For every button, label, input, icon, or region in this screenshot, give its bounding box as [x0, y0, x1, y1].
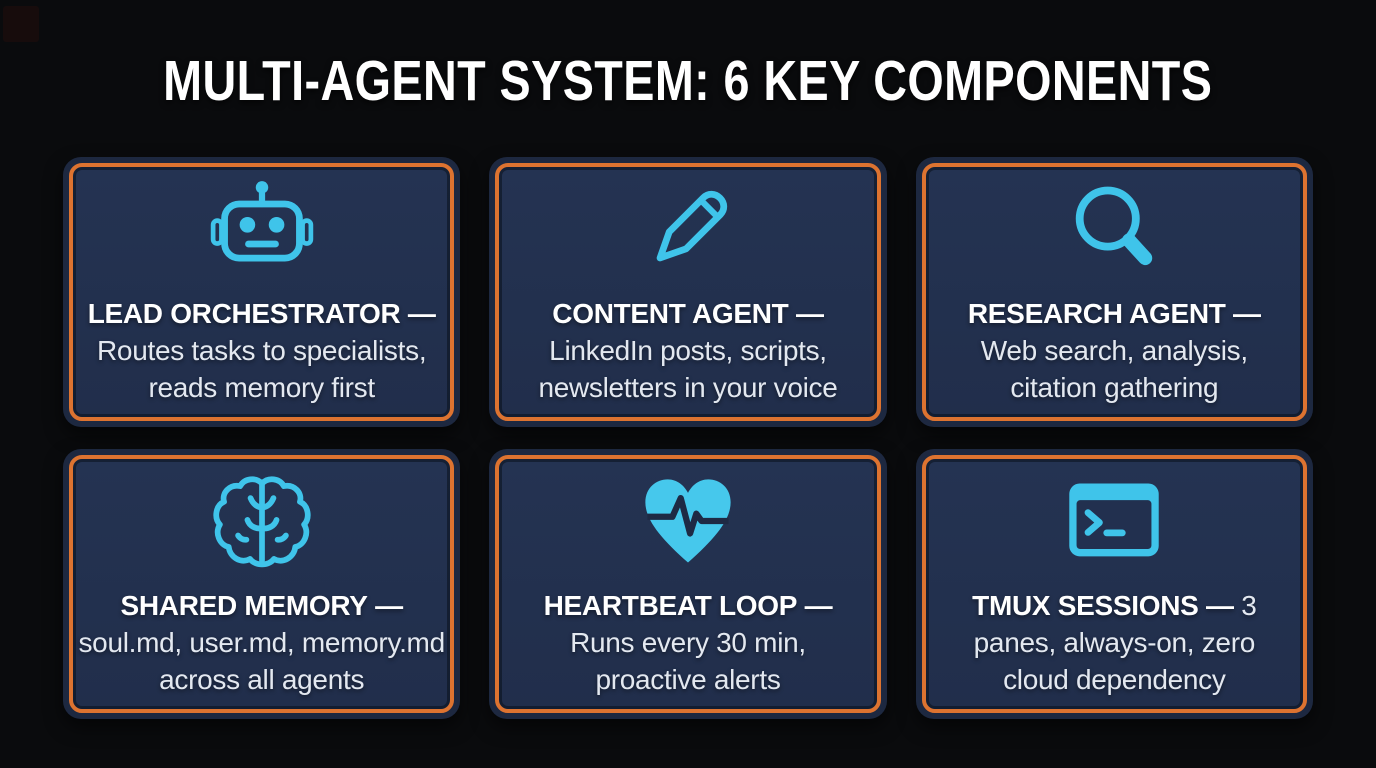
card-text: CONTENT AGENT — LinkedIn posts, scripts,…	[508, 296, 868, 407]
card-text: LEAD ORCHESTRATOR — Routes tasks to spec…	[82, 296, 442, 407]
card-tmux-sessions: TMUX SESSIONS — 3 panes, always-on, zero…	[915, 448, 1313, 719]
brain-icon	[203, 469, 321, 575]
card-title: CONTENT AGENT —	[552, 297, 824, 329]
card-content-agent-inner: CONTENT AGENT — LinkedIn posts, scripts,…	[495, 162, 881, 421]
card-description: LinkedIn posts, scripts, newsletters in …	[538, 334, 838, 403]
card-text: SHARED MEMORY — soul.md, user.md, memory…	[76, 588, 448, 699]
robot-icon	[203, 177, 321, 283]
pen-icon	[629, 177, 747, 283]
card-research-agent-inner: RESEARCH AGENT — Web search, analysis, c…	[921, 162, 1307, 421]
card-lead-orchestrator: LEAD ORCHESTRATOR — Routes tasks to spec…	[63, 156, 461, 427]
card-description: Routes tasks to specialists, reads memor…	[97, 334, 427, 403]
card-text: RESEARCH AGENT — Web search, analysis, c…	[943, 296, 1285, 407]
terminal-icon	[1055, 469, 1173, 575]
card-title: HEARTBEAT LOOP —	[543, 589, 833, 621]
card-tmux-sessions-inner: TMUX SESSIONS — 3 panes, always-on, zero…	[921, 454, 1307, 713]
components-grid: LEAD ORCHESTRATOR — Routes tasks to spec…	[63, 156, 1313, 719]
card-description: 3 panes, always-on, zero cloud dependenc…	[973, 589, 1257, 695]
card-title: LEAD ORCHESTRATOR —	[87, 297, 436, 329]
card-content-agent: CONTENT AGENT — LinkedIn posts, scripts,…	[489, 156, 887, 427]
card-description: soul.md, user.md, memory.md across all a…	[78, 626, 445, 695]
corner-artifact	[3, 6, 39, 42]
heartbeat-icon	[629, 469, 747, 575]
card-title: TMUX SESSIONS —	[972, 589, 1234, 621]
card-lead-orchestrator-inner: LEAD ORCHESTRATOR — Routes tasks to spec…	[69, 162, 455, 421]
card-text: HEARTBEAT LOOP — Runs every 30 min, proa…	[517, 588, 859, 699]
card-description: Web search, analysis, citation gathering	[980, 334, 1248, 403]
card-title: RESEARCH AGENT —	[967, 297, 1261, 329]
search-icon	[1055, 177, 1173, 283]
card-research-agent: RESEARCH AGENT — Web search, analysis, c…	[915, 156, 1313, 427]
card-shared-memory: SHARED MEMORY — soul.md, user.md, memory…	[63, 448, 461, 719]
title-bar: MULTI-AGENT SYSTEM: 6 KEY COMPONENTS	[0, 0, 1376, 113]
card-heartbeat-loop-inner: HEARTBEAT LOOP — Runs every 30 min, proa…	[495, 454, 881, 713]
page-title: MULTI-AGENT SYSTEM: 6 KEY COMPONENTS	[163, 49, 1213, 113]
card-shared-memory-inner: SHARED MEMORY — soul.md, user.md, memory…	[69, 454, 455, 713]
card-heartbeat-loop: HEARTBEAT LOOP — Runs every 30 min, proa…	[489, 448, 887, 719]
card-description: Runs every 30 min, proactive alerts	[570, 626, 806, 695]
card-title: SHARED MEMORY —	[120, 589, 404, 621]
card-text: TMUX SESSIONS — 3 panes, always-on, zero…	[940, 588, 1288, 699]
